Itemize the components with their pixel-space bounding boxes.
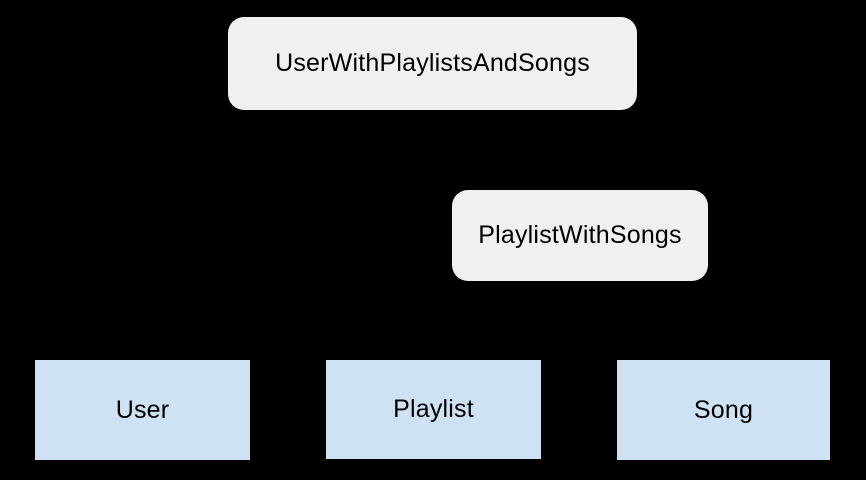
node-label: PlaylistWithSongs xyxy=(478,221,682,249)
node-playlist-with-songs: PlaylistWithSongs xyxy=(452,190,708,281)
node-label: Song xyxy=(693,395,754,424)
node-label: UserWithPlaylistsAndSongs xyxy=(275,49,590,77)
node-user-with-playlists-and-songs: UserWithPlaylistsAndSongs xyxy=(228,17,637,110)
node-user: User xyxy=(35,360,250,460)
node-song: Song xyxy=(617,360,830,460)
node-label: Playlist xyxy=(393,395,474,423)
node-playlist: Playlist xyxy=(326,360,541,459)
node-label: User xyxy=(115,395,170,424)
